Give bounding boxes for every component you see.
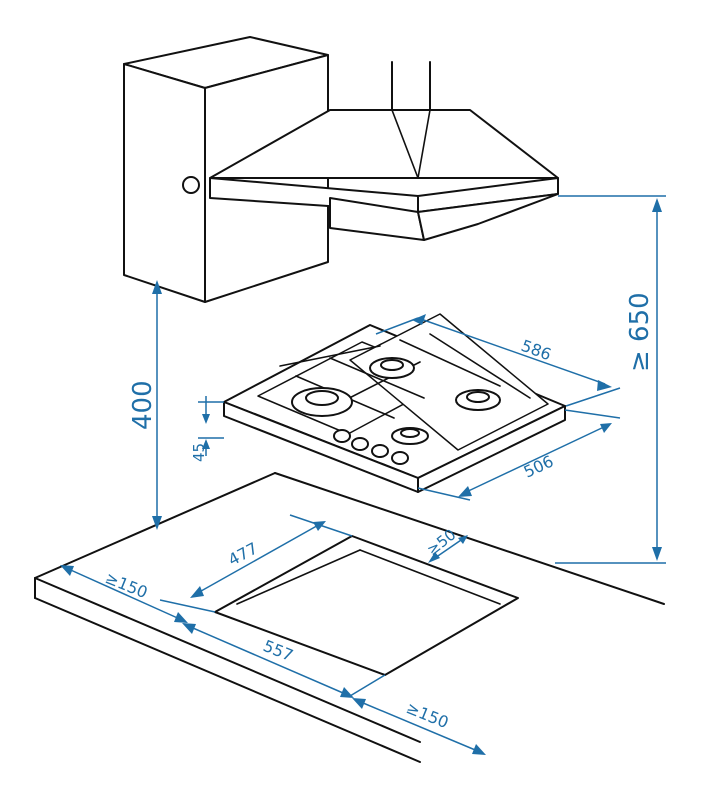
- dimension-lines: [60, 195, 666, 755]
- dim-side-right: ≥150: [404, 698, 452, 732]
- dim-hob-width: 506: [521, 451, 557, 481]
- dim-side-left: ≥150: [103, 568, 151, 602]
- dim-hob-height: 45: [190, 443, 208, 462]
- cabinet-knob: [182, 176, 200, 194]
- control-knobs: [333, 429, 409, 465]
- worktop: [34, 472, 665, 763]
- dim-hood-height: ≥ 650: [625, 292, 655, 372]
- gas-hob: [223, 313, 566, 493]
- worktop-cutout: [214, 535, 519, 676]
- burners: [291, 357, 501, 445]
- dim-hob-depth: 586: [519, 336, 554, 364]
- cooker-hood: [209, 61, 559, 241]
- dim-cutout-depth: 477: [225, 538, 261, 569]
- dim-cabinet-clearance: 400: [128, 380, 158, 430]
